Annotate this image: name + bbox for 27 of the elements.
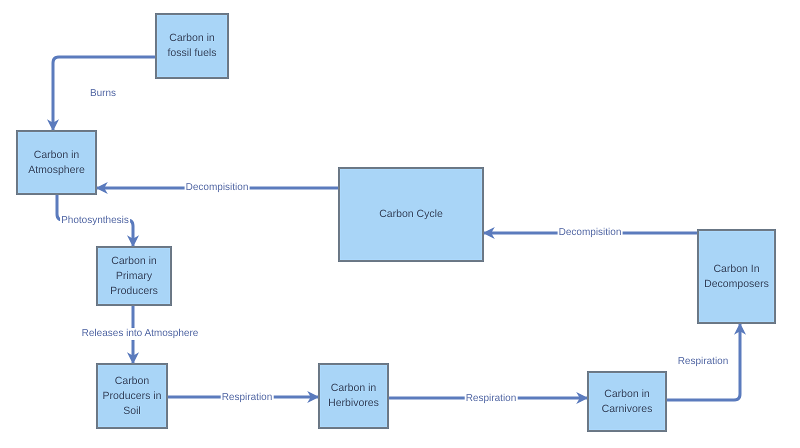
node-label: Carbon in Herbivores <box>327 381 380 411</box>
node-label: Carbon in Atmosphere <box>27 148 86 178</box>
process-box <box>16 130 97 195</box>
node-label: Carbon Producers in Soil <box>102 374 162 418</box>
process-box <box>587 371 667 432</box>
edge-label: Burns <box>90 88 116 100</box>
edge-label: Respiration <box>464 393 518 405</box>
edge-label: Decompisition <box>558 227 622 239</box>
edge-label: Respiration <box>678 356 728 368</box>
arrow <box>667 322 746 402</box>
process-box <box>155 13 229 79</box>
arrow <box>47 56 155 132</box>
process-box <box>96 246 172 306</box>
edge-label: Decompisition <box>184 182 250 194</box>
node-label: Carbon in Primary Producers <box>109 254 159 298</box>
process-box <box>338 167 484 262</box>
edge-label: Photosynthesis <box>60 215 130 227</box>
node-label: Carbon Cycle <box>379 207 443 222</box>
node-label: Carbon in fossil fuels <box>166 31 218 61</box>
process-box <box>96 363 168 429</box>
node-label: Carbon in Carnivores <box>600 386 654 416</box>
process-box <box>318 363 389 429</box>
node-label: Carbon In Decomposers <box>703 262 770 292</box>
edge-label: Respiration <box>220 392 274 404</box>
edge-label: Releases into Atmosphere <box>80 328 200 340</box>
process-box <box>697 229 776 324</box>
arrow <box>127 306 139 364</box>
